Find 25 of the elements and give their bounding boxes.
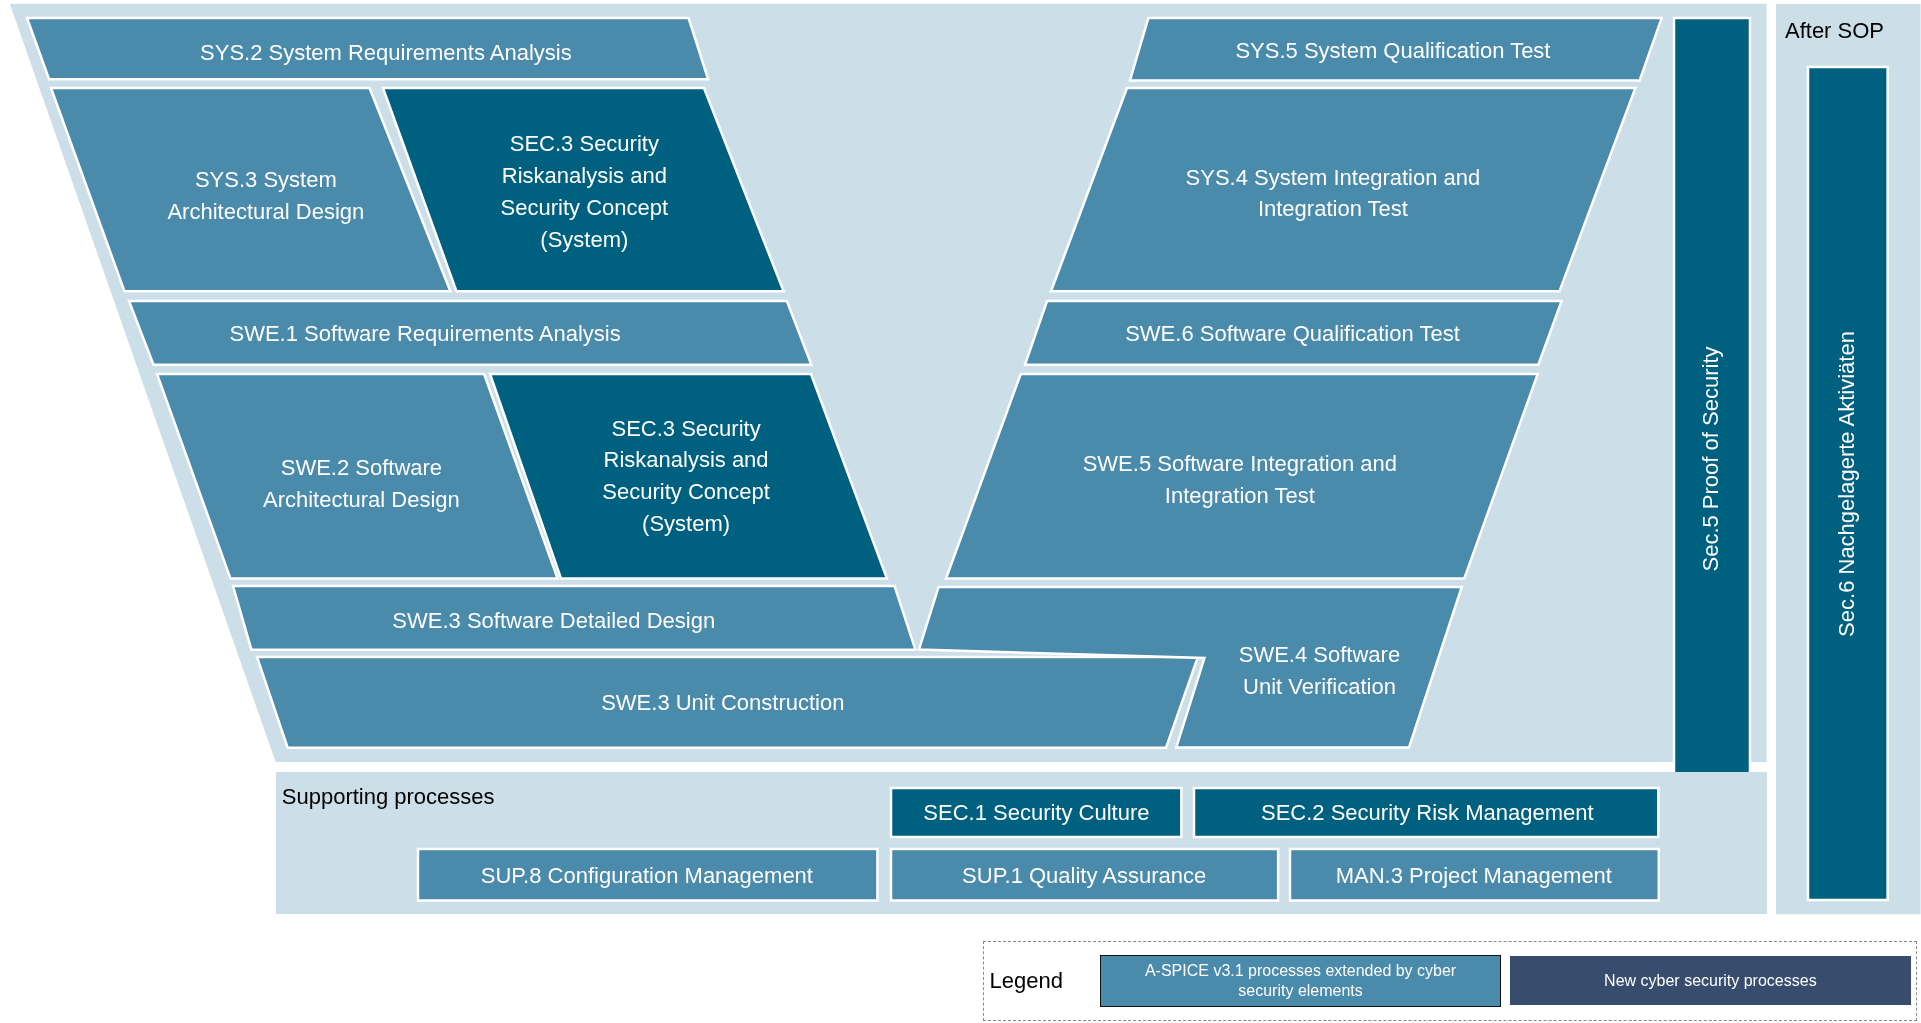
process-label: SWE.6 Software Qualification Test — [1125, 320, 1460, 349]
process-label: Sec.6 Nachgelagerte Aktiviäten — [1833, 331, 1861, 637]
process-label: SEC.3 Security Riskanalysis and Security Concept (System) — [499, 130, 670, 255]
process-label: SWE.1 Software Requirements Analysis — [229, 320, 621, 349]
process-label: SEC.3 Security Riskanalysis and Security Concept (System) — [601, 414, 771, 539]
legend-text: New cyber security processes — [1604, 970, 1817, 991]
process-label: SWE.5 Software Integration and Integration Test — [1081, 450, 1398, 511]
process-label: Sec.5 Proof of Security — [1697, 346, 1725, 572]
process-label: SYS.3 System Architectural Design — [166, 166, 366, 226]
panel-heading: After SOP — [1785, 18, 1885, 45]
process-label: SYS.5 System Qualification Test — [1235, 37, 1551, 66]
process-label: SYS.2 System Requirements Analysis — [200, 38, 572, 67]
process-label: SEC.2 Security Risk Management — [1260, 799, 1594, 828]
process-label: SWE.2 Software Architectural Design — [261, 454, 461, 514]
process-label: SWE.3 Software Detailed Design — [392, 607, 716, 636]
process-label: SEC.1 Security Culture — [923, 799, 1150, 828]
process-label: SUP.8 Configuration Management — [480, 862, 813, 890]
legend-text: A-SPICE v3.1 processes extended by cyber security elements — [1143, 960, 1458, 1001]
panel-heading: Supporting processes — [281, 784, 495, 811]
process-label: SUP.1 Quality Assurance — [962, 862, 1207, 890]
legend-title: Legend — [989, 967, 1063, 994]
process-label: SYS.4 System Integration and Integration Test — [1184, 163, 1482, 224]
process-label: SWE.3 Unit Construction — [601, 689, 845, 718]
process-label: MAN.3 Project Management — [1335, 862, 1612, 890]
process-label: SWE.4 Software Unit Verification — [1237, 641, 1402, 702]
